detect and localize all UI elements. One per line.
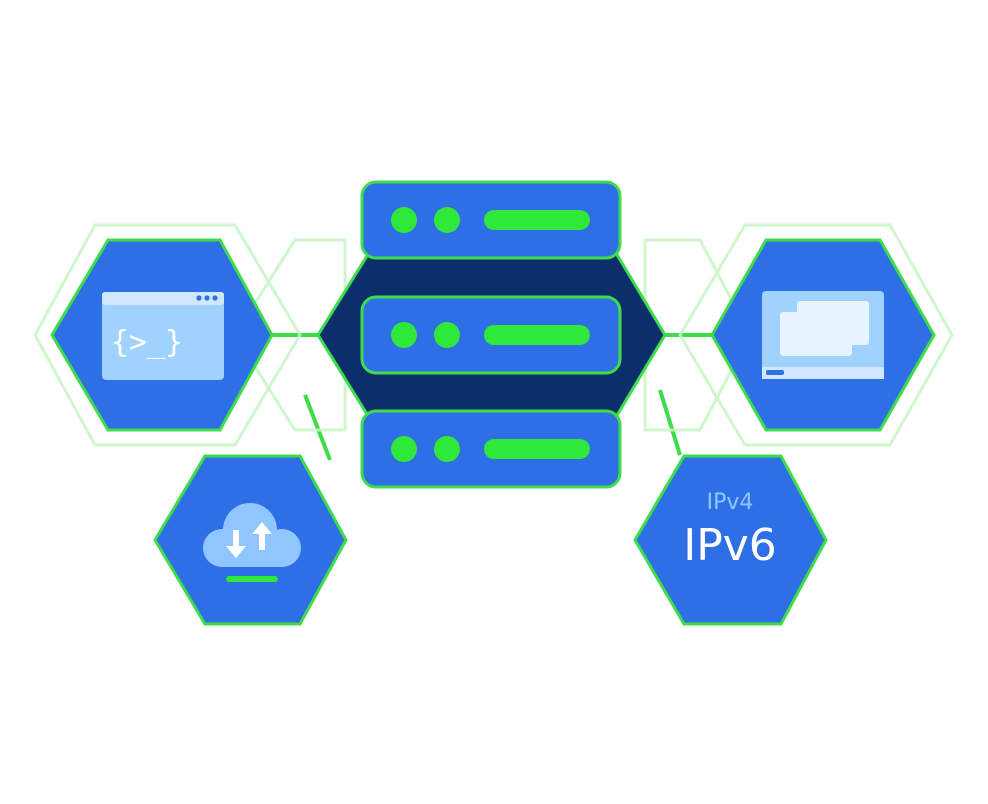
cloud-upload-download-icon bbox=[203, 503, 301, 582]
status-light-icon bbox=[434, 436, 460, 462]
arrow-down-icon bbox=[226, 530, 246, 558]
status-light-icon bbox=[391, 436, 417, 462]
status-light-icon bbox=[434, 207, 460, 233]
status-bar bbox=[484, 210, 590, 230]
terminal-glyph: {>_} bbox=[111, 325, 183, 360]
glow-left bbox=[33, 223, 302, 447]
server-unit-bottom bbox=[360, 409, 622, 489]
status-bar bbox=[484, 325, 590, 345]
server-unit-top bbox=[360, 180, 622, 260]
connector-bottom-left bbox=[303, 394, 332, 461]
glow-right bbox=[678, 223, 954, 447]
progress-line bbox=[226, 576, 278, 582]
status-light-icon bbox=[434, 322, 460, 348]
arrow-up-icon bbox=[252, 522, 272, 550]
ip-hexagon: IPv4 IPv6 bbox=[633, 454, 828, 626]
status-light-icon bbox=[391, 322, 417, 348]
terminal-window-icon: {>_} bbox=[102, 292, 224, 380]
connector-bottom-right bbox=[658, 389, 682, 456]
server-rack-icon bbox=[360, 180, 622, 489]
status-bar bbox=[484, 439, 590, 459]
status-light-icon bbox=[391, 207, 417, 233]
server-unit-middle bbox=[360, 295, 622, 375]
ipv4-label: IPv4 bbox=[707, 490, 754, 515]
ipv6-label: IPv6 bbox=[683, 520, 777, 571]
glow-center-right bbox=[643, 238, 752, 432]
desktop-windows-icon bbox=[762, 291, 884, 379]
terminal-hexagon: {>_} bbox=[50, 238, 274, 432]
cloud-hexagon bbox=[153, 454, 348, 626]
desktop-hexagon bbox=[710, 238, 936, 432]
